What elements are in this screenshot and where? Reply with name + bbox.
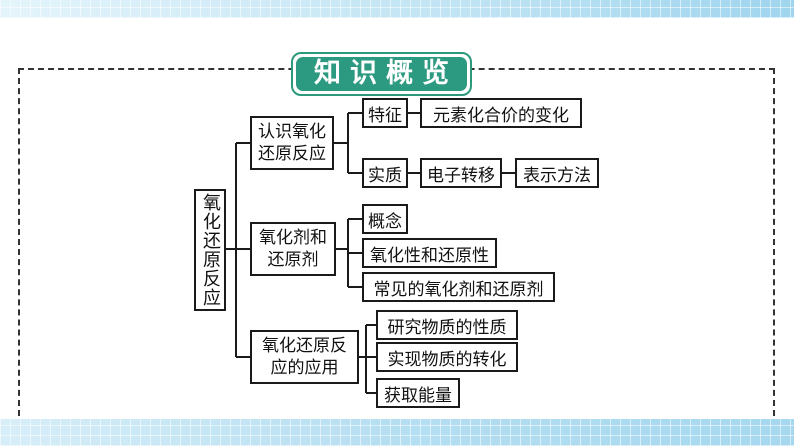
leaf-concept: 概念 [362,204,408,234]
leaf-characteristic: 特征 [362,98,408,128]
leaf-electron-transfer: 电子转移 [420,158,502,188]
branch-line: 认识氧化 [258,122,326,142]
leaf-obtain-energy: 获取能量 [376,378,460,408]
leaf-valence-change: 元素化合价的变化 [420,98,582,128]
leaf-study-properties: 研究物质的性质 [376,310,518,340]
branch-line: 还原剂 [267,250,319,270]
branch-line: 氧化还原反 [262,336,347,356]
branch-line: 应的应用 [270,358,339,378]
root-node: 氧化还原反应 [194,189,226,311]
title-banner: 知识概览 [291,52,472,96]
leaf-common-agents: 常见的氧化剂和还原剂 [362,272,555,302]
branch-node-agents: 氧化剂和还原剂 [250,222,336,276]
branch-line: 还原反应 [258,144,326,164]
branch-line: 氧化剂和 [259,228,327,248]
branch-node-application: 氧化还原反应的应用 [250,330,359,384]
leaf-substance-conversion: 实现物质的转化 [376,342,518,372]
top-decor-band [0,0,794,18]
leaf-representation: 表示方法 [515,158,599,188]
leaf-essence: 实质 [362,158,408,188]
branch-node-recognize: 认识氧化还原反应 [250,116,334,170]
bottom-decor-band [0,419,794,446]
page-title: 知识概览 [296,57,467,91]
leaf-oxidizing-reducing-property: 氧化性和还原性 [362,238,497,268]
